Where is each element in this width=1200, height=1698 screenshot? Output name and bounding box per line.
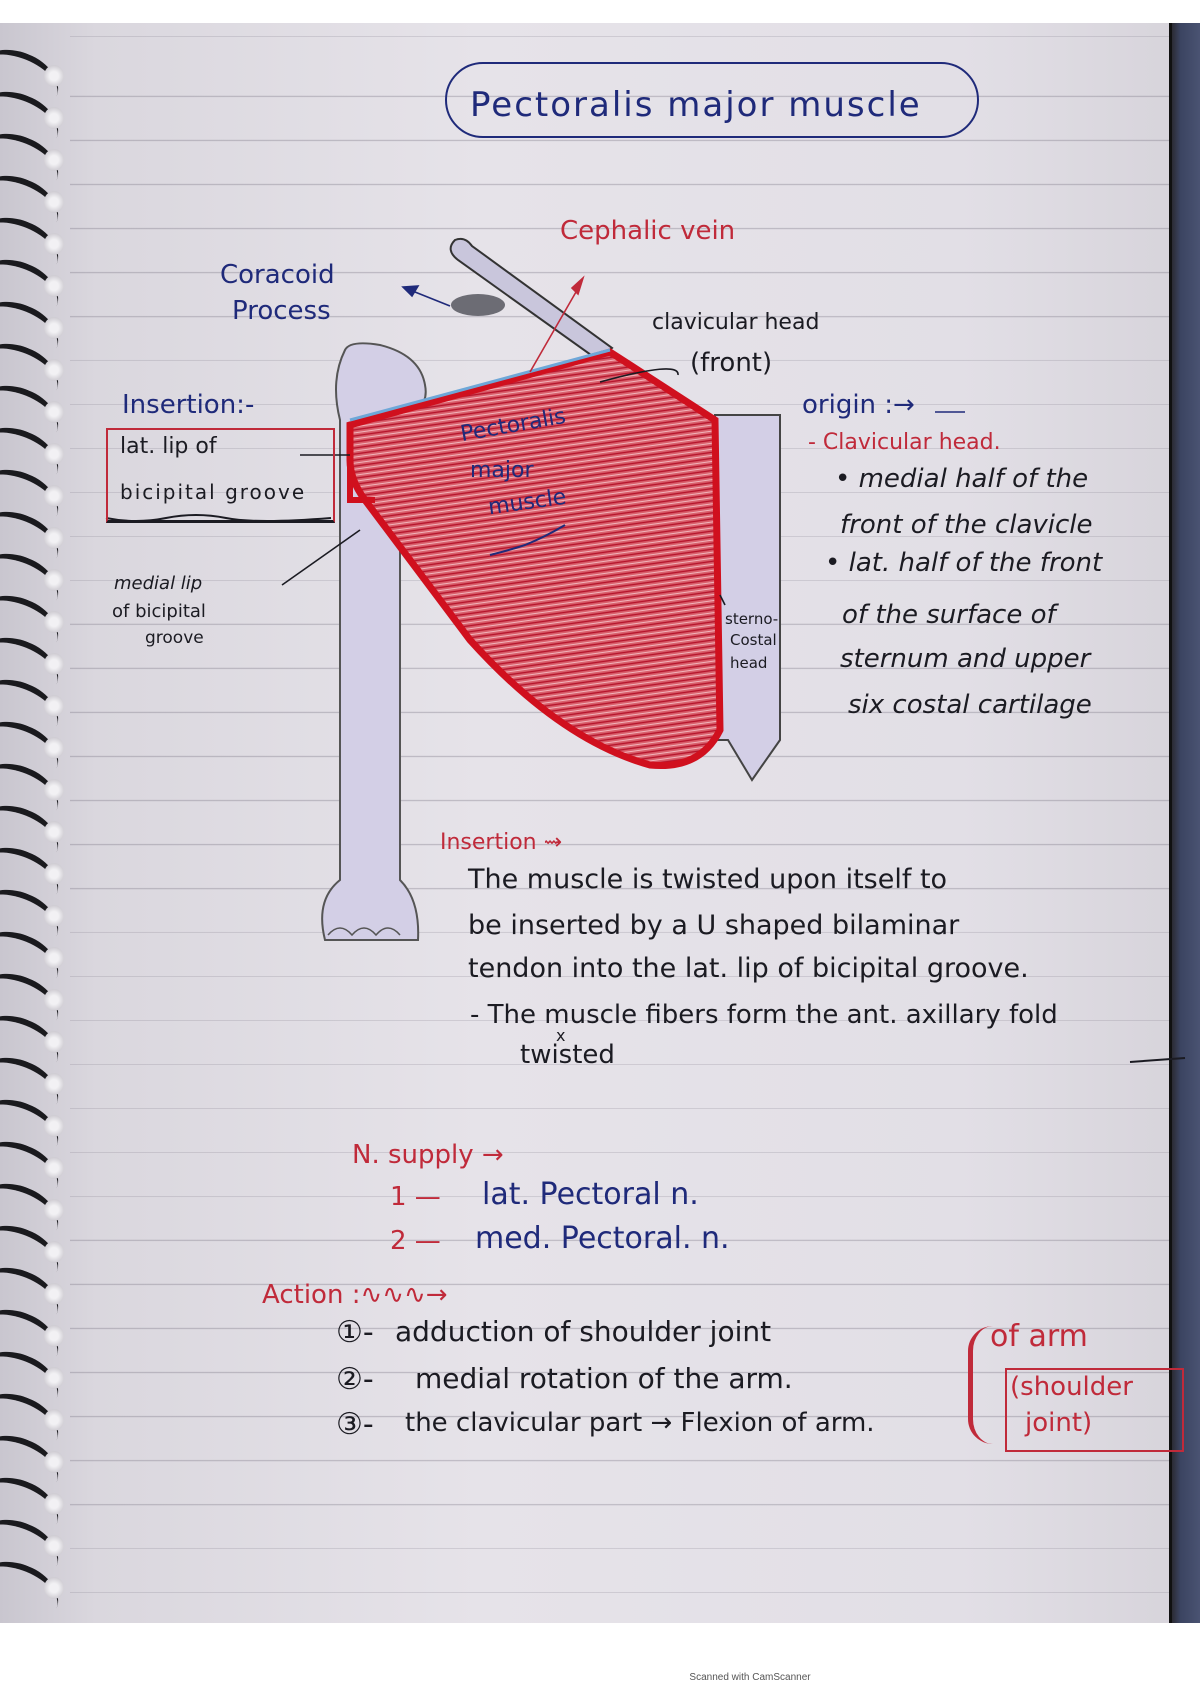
notebook-page: [0, 23, 1200, 1623]
sternocostal-label-line2: Costal: [730, 631, 777, 649]
ruled-lines: [70, 23, 1170, 1623]
sternum-bone: [714, 414, 781, 782]
action-item-1-text: adduction of shoulder joint: [395, 1315, 772, 1348]
sternocostal-label-line1: sterno-: [725, 610, 779, 628]
origin-heading: origin :→: [802, 390, 915, 420]
insertion-label-box: [106, 428, 335, 523]
clavicular-head-label-line2: (front): [690, 348, 773, 378]
nerve-item-2-text: med. Pectoral. n.: [475, 1221, 730, 1256]
pectoralis-muscle-shape: [346, 348, 724, 770]
title-cloud-border: [445, 62, 979, 138]
medial-lip-label-line3: groove: [145, 628, 204, 648]
medial-lip-label-line2: of bicipital: [112, 601, 206, 622]
nerve-supply-heading: N. supply →: [352, 1140, 504, 1170]
nerve-item-2-number: 2 —: [390, 1226, 441, 1256]
origin-line-3: • lat. half of the front: [825, 548, 1103, 578]
clavicular-head-label-line1: clavicular head: [652, 310, 820, 335]
action-item-3-number: ③-: [336, 1407, 374, 1442]
spiral-binding: [0, 23, 80, 1623]
cephalic-vein-label: Cephalic vein: [560, 216, 736, 246]
insertion-line-5: twisted: [520, 1040, 615, 1070]
action-item-2-text: medial rotation of the arm.: [415, 1362, 793, 1395]
page-edge: [1169, 23, 1200, 1623]
coracoid-process-label-line1: Coracoid: [220, 260, 335, 290]
origin-line-6: six costal cartilage: [848, 690, 1092, 720]
origin-subheading: - Clavicular head.: [808, 430, 1001, 455]
label-arrows: [281, 275, 965, 606]
insertion-heading: Insertion ⇝: [440, 830, 563, 855]
origin-line-4: of the surface of: [842, 600, 1056, 630]
shoulder-joint-line1: (shoulder: [1010, 1372, 1133, 1402]
scanner-watermark: Scanned with CamScanner: [689, 1672, 811, 1683]
shoulder-joint-line2: joint): [1025, 1408, 1093, 1438]
sternocostal-label-line3: head: [730, 654, 768, 672]
shoulder-joint-box: [1005, 1368, 1184, 1452]
action-brace-note: of arm: [990, 1319, 1088, 1354]
page-title: Pectoralis major muscle: [470, 85, 922, 125]
origin-line-2: front of the clavicle: [840, 510, 1093, 540]
insertion-line-3: tendon into the lat. lip of bicipital gr…: [468, 953, 1029, 984]
action-brace: [968, 1326, 993, 1444]
insertion-box-line1: lat. lip of: [120, 434, 217, 459]
insertion-line-2: be inserted by a U shaped bilaminar: [468, 910, 960, 941]
coracoid-process-shape: [451, 294, 505, 316]
insertion-line-4: - The muscle fibers form the ant. axilla…: [470, 1000, 1058, 1030]
insertion-diagram-heading: Insertion:-: [122, 390, 255, 420]
origin-line-1: • medial half of the: [835, 464, 1089, 494]
action-item-3-text: the clavicular part → Flexion of arm.: [405, 1408, 875, 1438]
coracoid-process-label-line2: Process: [232, 296, 331, 326]
nerve-item-1-text: lat. Pectoral n.: [482, 1177, 699, 1212]
nerve-item-1-number: 1 —: [390, 1182, 441, 1212]
origin-line-5: sternum and upper: [840, 644, 1091, 674]
muscle-label-line2: major: [470, 458, 534, 483]
insertion-box-line2: bicipital groove: [120, 480, 307, 504]
medial-lip-label-line1: medial lip: [114, 573, 203, 594]
action-heading: Action :∿∿∿→: [262, 1280, 448, 1310]
insertion-correction-mark: x: [556, 1026, 566, 1045]
action-item-1-number: ①-: [336, 1315, 374, 1350]
insertion-line-1: The muscle is twisted upon itself to: [468, 864, 948, 895]
action-item-2-number: ②-: [336, 1362, 374, 1397]
